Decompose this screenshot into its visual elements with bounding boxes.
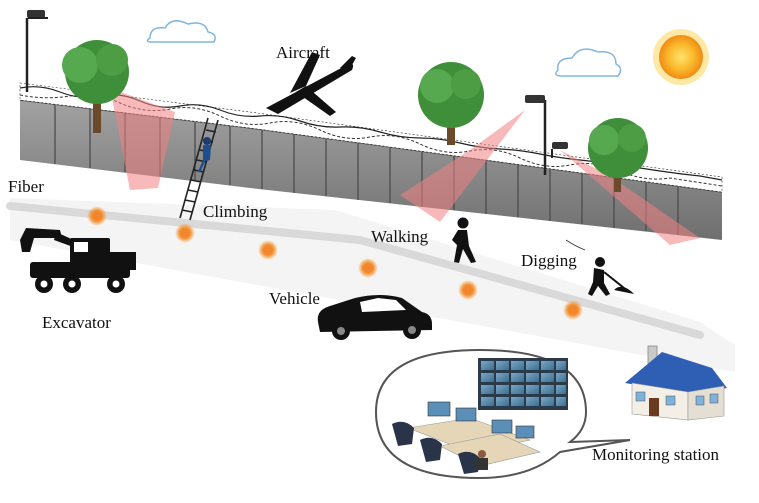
walking-label: Walking [371,227,429,246]
sun-icon [653,29,709,85]
cctv-camera-icon [25,10,48,92]
walker-icon [452,217,476,263]
cctv-camera-icon [525,95,547,175]
excavator-icon [20,228,136,293]
digging-arrow [565,239,586,251]
ground-path [6,198,735,372]
fiber-label: Fiber [8,177,44,196]
climber-icon [197,137,211,173]
tree-icon [588,118,648,192]
camera-beams [110,88,700,245]
fiber-sensing-points [87,206,583,320]
house-icon [625,345,727,421]
car-icon [317,295,432,340]
vehicle-label: Vehicle [269,289,320,308]
aircraft-label: Aircraft [276,43,330,62]
digging-label: Digging [521,251,577,270]
excavator-label: Excavator [42,313,111,332]
cloud-icon [555,48,622,77]
climbing-label: Climbing [203,202,268,221]
tree-icon [418,62,484,145]
digger-icon [588,257,634,296]
cloud-icon [146,20,216,43]
monitoring-room-icon [374,348,631,480]
tree-icon [62,40,129,133]
aircraft-icon [266,52,356,116]
cctv-camera-icon [551,142,568,158]
monitoring-station-label: Monitoring station [592,445,720,464]
